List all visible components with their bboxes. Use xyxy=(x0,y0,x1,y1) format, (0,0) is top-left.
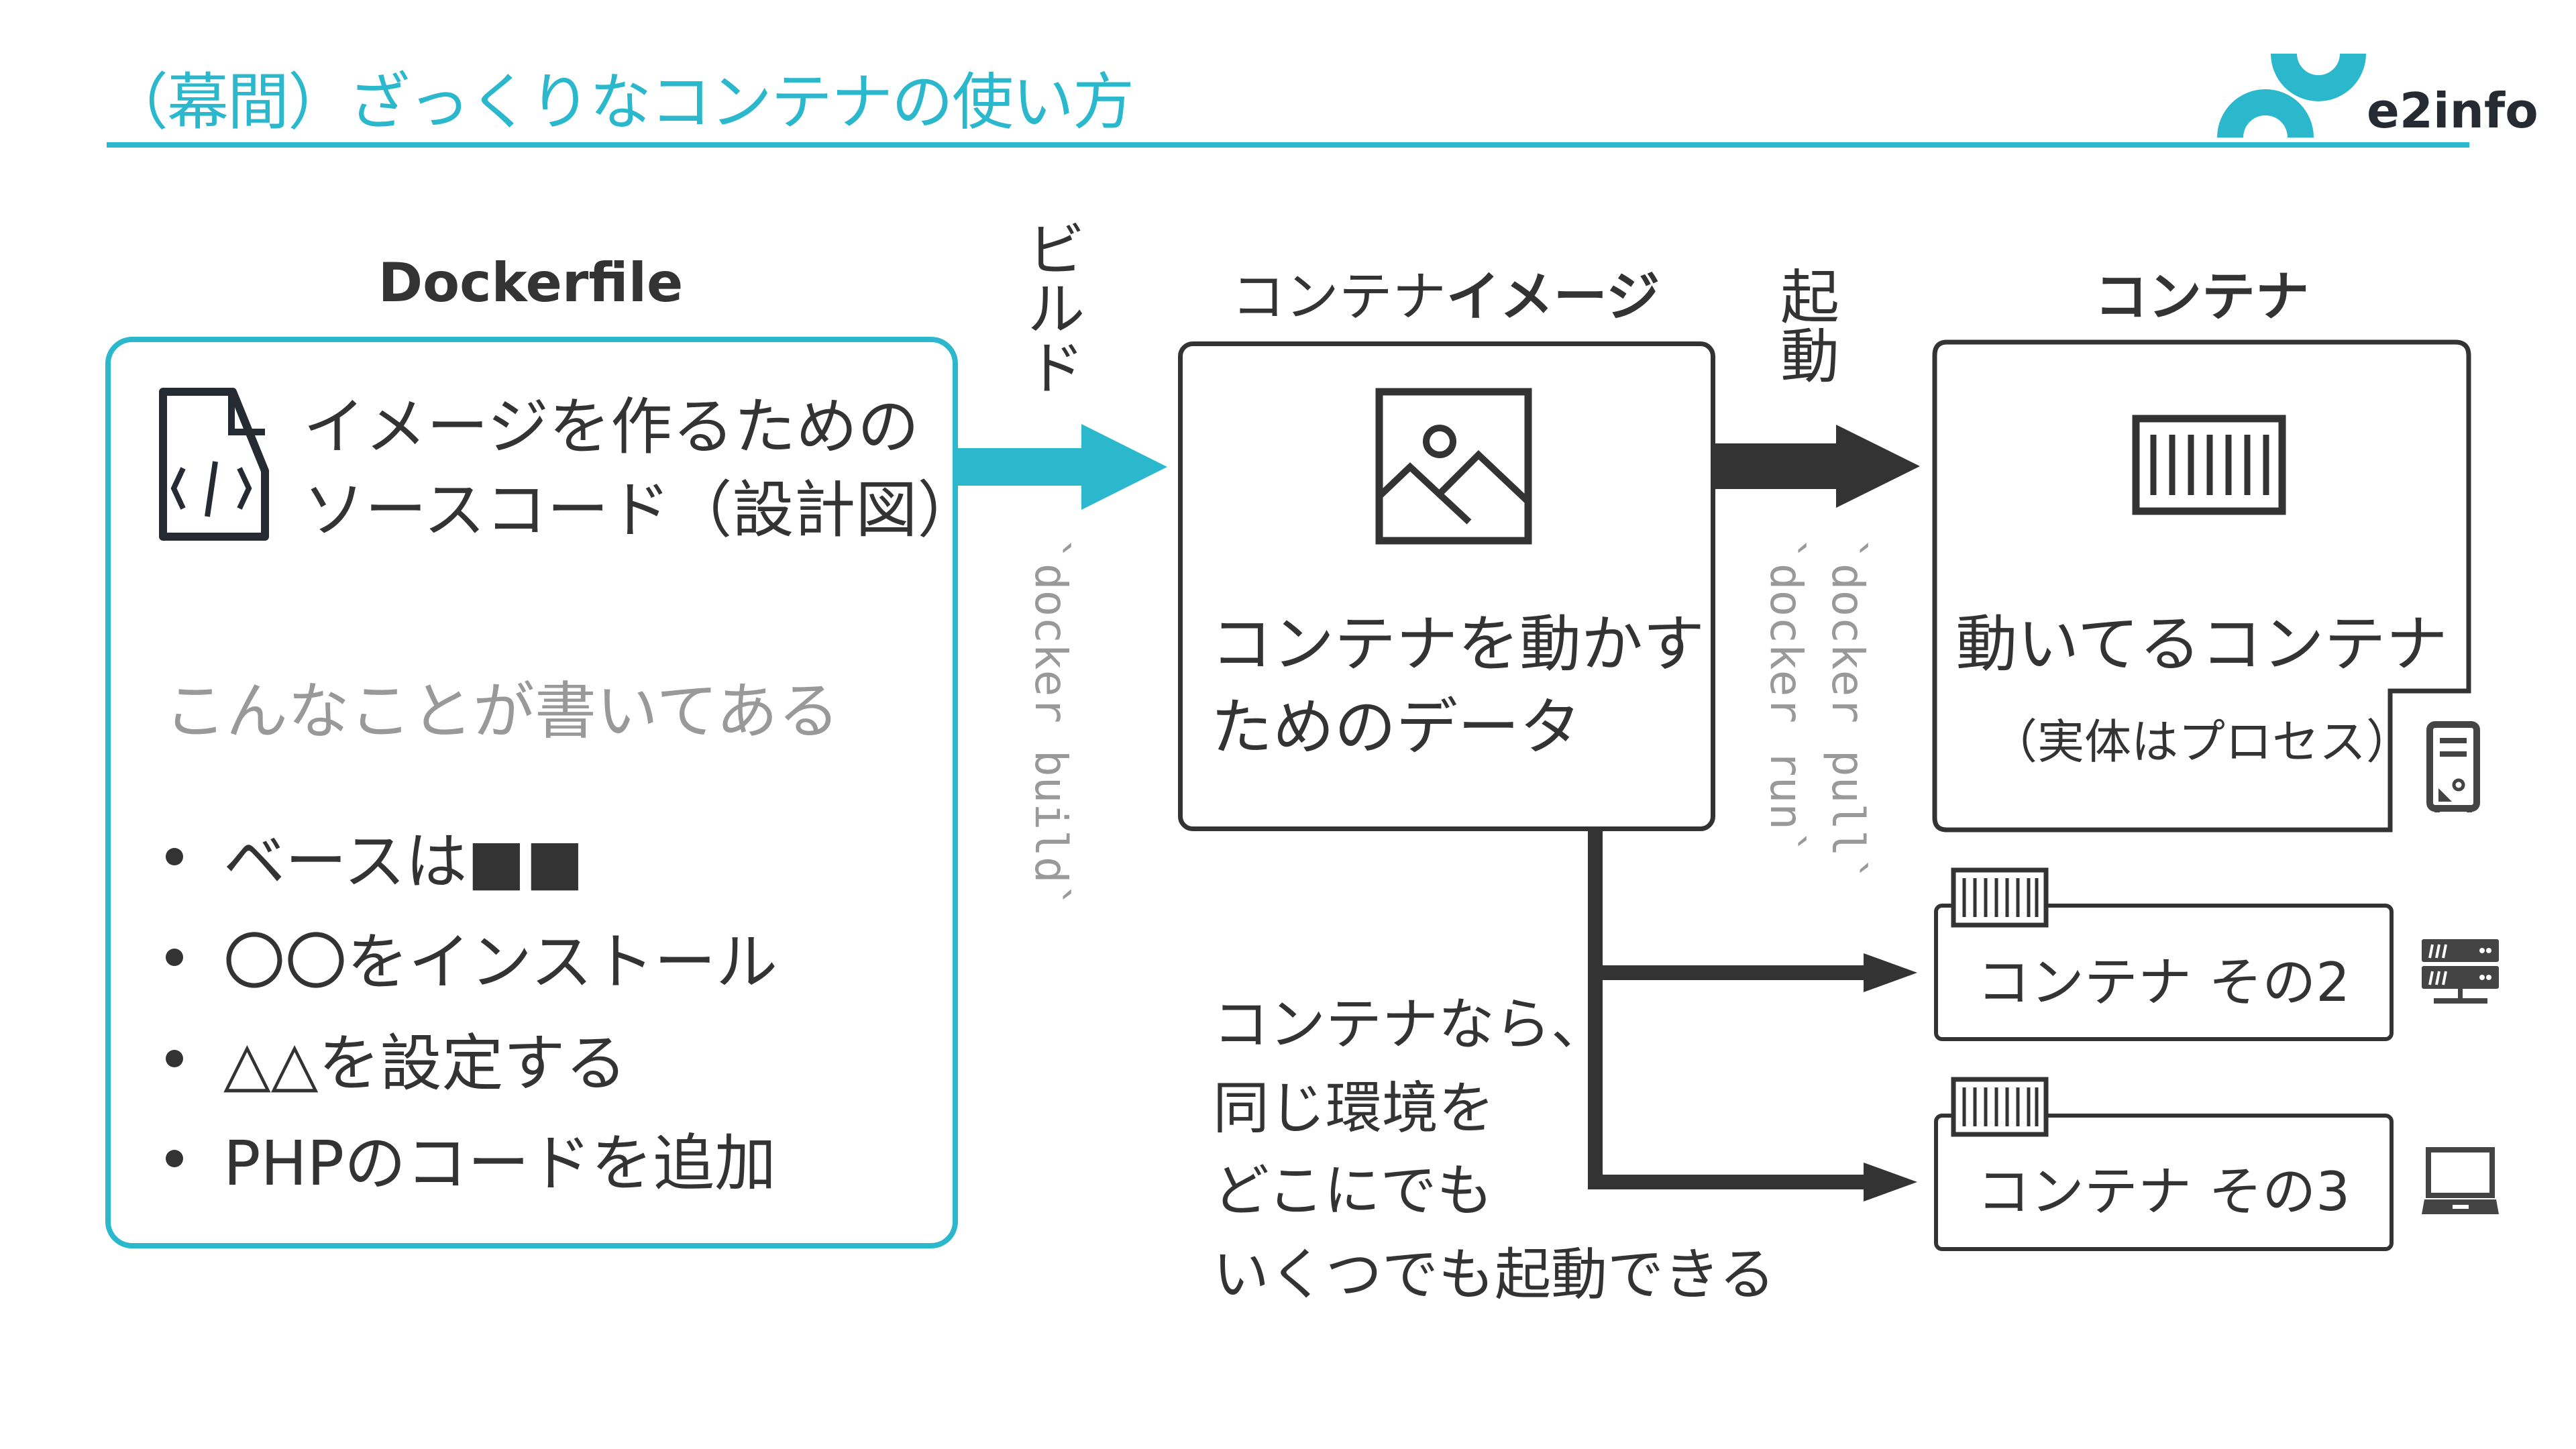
bullet-dot-icon xyxy=(166,847,183,865)
page-title: （幕間）ざっくりなコンテナの使い方 xyxy=(107,66,1134,138)
bullet-dot-icon xyxy=(166,1049,183,1067)
image-label-normal: コンテナ xyxy=(1231,266,1446,328)
bullet-item: 〇〇をインストール xyxy=(166,912,777,1002)
shipping-container-icon xyxy=(2132,415,2286,515)
build-arrow-icon xyxy=(953,424,1167,510)
container-3-label: コンテナ その3 xyxy=(1976,1161,2351,1223)
container-desc: 動いてるコンテナ xyxy=(1955,608,2448,680)
bullet-text: △△を設定する xyxy=(223,1028,627,1099)
image-icon xyxy=(1375,388,1532,545)
container-2-label: コンテナ その2 xyxy=(1976,951,2351,1014)
image-desc-line1: コンテナを動かす xyxy=(1211,608,1705,680)
image-label-bold: イメージ xyxy=(1446,266,1660,328)
bullet-dot-icon xyxy=(166,948,183,966)
laptop-icon xyxy=(2422,1147,2499,1214)
note-line: どこにでも xyxy=(1213,1158,1493,1224)
title-underline xyxy=(107,142,2469,148)
bullet-text: ベースは■■ xyxy=(223,826,584,898)
bullet-item: ベースは■■ xyxy=(166,812,584,901)
run-arrow-icon xyxy=(1715,425,1920,508)
note-line: 同じ環境を xyxy=(1213,1075,1495,1141)
run-label: 起動 xyxy=(1780,263,1840,391)
logo-text: e2info xyxy=(2367,83,2538,139)
server-rack-icon xyxy=(2422,939,2499,1004)
small-container-icon xyxy=(1951,1077,2049,1137)
logo-mark-icon xyxy=(2217,89,2314,138)
container-box xyxy=(1932,339,2471,833)
dockerfile-desc-line1: イメージを作るための xyxy=(303,391,920,463)
company-logo: e2info xyxy=(2214,54,2538,139)
dockerfile-subheading: こんなことが書いてある xyxy=(164,676,840,747)
note-line: いくつでも起動できる xyxy=(1213,1242,1776,1307)
docker-build-command: `docker build` xyxy=(1025,537,1077,910)
dockerfile-desc-line2: ソースコード（設計図） xyxy=(303,474,979,546)
desktop-tower-icon xyxy=(2426,721,2480,812)
bullet-dot-icon xyxy=(166,1149,183,1167)
bullet-text: PHPのコードを追加 xyxy=(223,1128,777,1199)
image-desc-line2: ためのデータ xyxy=(1211,692,1582,763)
note-line: コンテナなら、 xyxy=(1213,991,1608,1057)
container-image-box xyxy=(1178,341,1715,831)
bullet-item: △△を設定する xyxy=(166,1014,627,1103)
branch-arrows-icon xyxy=(1588,830,1917,1201)
dockerfile-box xyxy=(105,337,958,1248)
bullet-item: PHPのコードを追加 xyxy=(166,1114,776,1203)
build-label: ビルド xyxy=(1016,219,1085,396)
docker-run-command: `docker run` xyxy=(1760,537,1812,857)
code-file-icon xyxy=(156,388,270,543)
docker-pull-command: `docker pull` xyxy=(1822,537,1874,883)
small-container-icon xyxy=(1951,867,2049,928)
image-label: コンテナイメージ xyxy=(1232,254,1660,331)
bullet-text: 〇〇をインストール xyxy=(223,926,778,998)
container-note: （実体はプロセス） xyxy=(1990,714,2413,769)
dockerfile-label: Dockerfile xyxy=(378,252,684,314)
container-label: コンテナ xyxy=(2094,266,2309,328)
